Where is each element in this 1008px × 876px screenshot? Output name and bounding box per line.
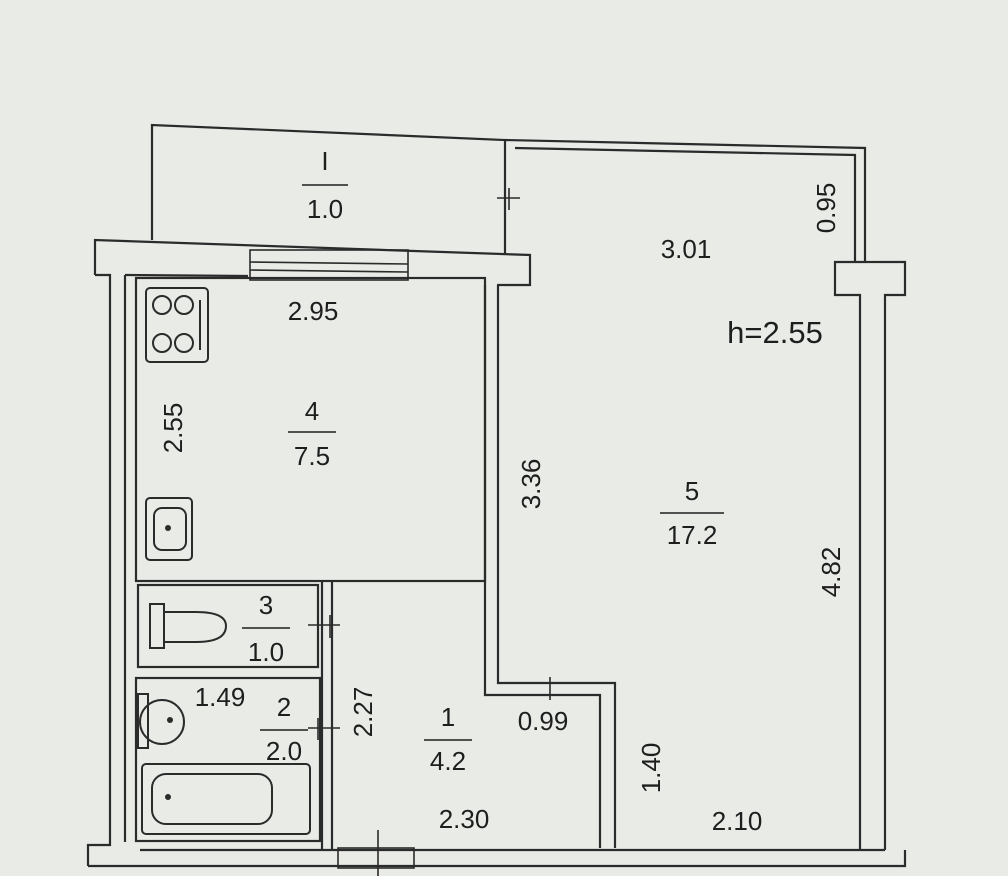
dim-niche-height: 1.40	[636, 743, 666, 794]
dim-bath-height: 2.27	[348, 687, 378, 738]
toilet-icon	[149, 603, 228, 649]
balcony	[150, 123, 520, 255]
svg-text:17.2: 17.2	[667, 520, 718, 550]
room-toilet-label: 3 1.0	[242, 590, 290, 667]
stove-icon	[145, 287, 209, 363]
bathtub-icon	[141, 763, 311, 835]
dim-living-right-upper: 0.95	[811, 183, 841, 234]
dim-living-right: 4.82	[816, 547, 846, 598]
room-balcony-label: I 1.0	[302, 146, 348, 224]
svg-text:1.0: 1.0	[248, 637, 284, 667]
svg-text:2.0: 2.0	[266, 736, 302, 766]
dim-living-left: 3.36	[516, 459, 546, 510]
dim-kitchen-height: 2.55	[158, 403, 188, 454]
washbasin-icon	[137, 693, 185, 749]
dim-hall-width: 2.30	[439, 804, 490, 834]
interior-walls	[134, 276, 617, 850]
room-living-label: 5 17.2	[660, 476, 724, 550]
svg-text:4.2: 4.2	[430, 746, 466, 776]
dim-living-bottom: 2.10	[712, 806, 763, 836]
svg-text:1: 1	[441, 702, 455, 732]
ceiling-height: h=2.55	[727, 315, 823, 350]
entrance-door	[337, 847, 415, 869]
room-hall-label: 1 4.2	[424, 702, 472, 776]
kitchen-sink-icon	[145, 497, 193, 561]
svg-text:5: 5	[685, 476, 699, 506]
dim-living-top: 3.01	[661, 234, 712, 264]
room-kitchen-label: 4 7.5	[288, 396, 336, 471]
svg-text:I: I	[321, 146, 328, 176]
svg-text:3: 3	[259, 590, 273, 620]
kitchen-window	[249, 249, 409, 281]
room-bath-label: 2 2.0	[260, 692, 308, 766]
svg-text:1.0: 1.0	[307, 194, 343, 224]
svg-text:7.5: 7.5	[294, 441, 330, 471]
svg-text:4: 4	[305, 396, 319, 426]
exterior-walls	[86, 138, 907, 876]
dim-kitchen-width: 2.95	[288, 296, 339, 326]
svg-text:2: 2	[277, 692, 291, 722]
dim-bath-width: 1.49	[195, 682, 246, 712]
dim-niche-width: 0.99	[518, 706, 569, 736]
